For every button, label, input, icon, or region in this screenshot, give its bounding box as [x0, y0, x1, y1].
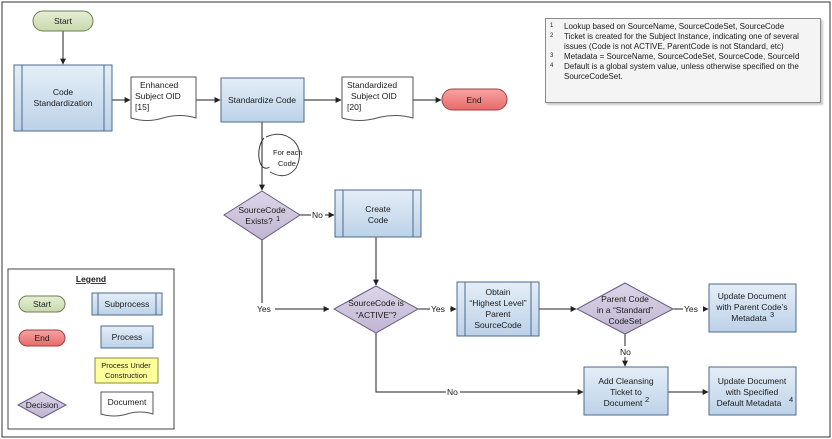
svg-text:Create: Create: [365, 204, 391, 214]
for-each-code-loop: For each Code: [265, 133, 303, 177]
standardized-subject-oid-document[interactable]: Standardized Subject OID [20]: [341, 76, 414, 121]
svg-text:SourceCode: SourceCode: [238, 205, 286, 215]
svg-text:with Specified: with Specified: [725, 387, 779, 397]
svg-text:1: 1: [276, 214, 280, 223]
svg-text:End: End: [466, 95, 481, 105]
footnote-4: 4 Default is a global system value, unle…: [550, 62, 815, 82]
svg-text:Decision: Decision: [26, 400, 59, 410]
svg-text:Code: Code: [278, 159, 296, 168]
footnote-number: 3: [550, 53, 554, 59]
footnote-1: 1 Lookup based on SourceName, SourceCode…: [550, 22, 815, 32]
svg-text:Standardized: Standardized: [347, 80, 397, 90]
footnote-text: Ticket is created for the Subject Instan…: [564, 32, 799, 51]
svg-text:Parent Code: Parent Code: [601, 294, 649, 304]
label-parent-no: No: [620, 347, 631, 357]
svg-text:Obtain: Obtain: [485, 287, 510, 297]
end-terminator[interactable]: End: [441, 88, 508, 111]
connector-exists-yes: [261, 240, 330, 312]
footnote-number: 2: [550, 33, 554, 39]
footnote-text: Default is a global system value, unless…: [564, 62, 799, 81]
svg-text:3: 3: [770, 310, 774, 319]
svg-text:Update Document: Update Document: [718, 376, 787, 386]
svg-text:Standardization: Standardization: [33, 98, 92, 108]
connector-labels: No Yes Yes Yes No No: [255, 209, 703, 397]
svg-text:Exists?: Exists?: [245, 216, 273, 226]
update-parent-metadata-process[interactable]: Update Document with Parent Code’s Metad…: [708, 283, 797, 333]
svg-text:For each: For each: [273, 148, 303, 157]
svg-text:End: End: [34, 333, 49, 343]
footnote-text: Lookup based on SourceName, SourceCodeSe…: [564, 22, 785, 31]
parent-code-standard-decision[interactable]: Parent Code in a “Standard” CodeSet: [575, 282, 675, 335]
legend: Legend Start Subprocess End Process Proc…: [7, 268, 175, 430]
svg-text:Default Metadata: Default Metadata: [717, 398, 782, 408]
legend-under-construction: Process Under Construction: [94, 357, 159, 384]
svg-text:Start: Start: [33, 299, 52, 309]
svg-text:Construction: Construction: [105, 371, 147, 380]
svg-text:Subject OID: Subject OID: [351, 91, 397, 101]
label-exists-yes: Yes: [257, 304, 271, 314]
footnote-number: 4: [550, 63, 554, 69]
code-standardization-subprocess[interactable]: Code Standardization: [13, 64, 113, 132]
legend-process: Process: [100, 325, 154, 349]
enhanced-subject-oid-document[interactable]: Enhanced Subject OID [15]: [130, 76, 197, 121]
svg-text:Document: Document: [604, 398, 643, 408]
svg-text:Code: Code: [368, 215, 389, 225]
sourcecode-exists-decision[interactable]: SourceCode Exists? 1: [223, 190, 301, 241]
legend-end: End: [18, 329, 66, 347]
svg-text:“ACTIVE”?: “ACTIVE”?: [355, 310, 396, 320]
svg-text:CodeSet: CodeSet: [608, 316, 642, 326]
legend-subprocess: Subprocess: [91, 292, 163, 316]
legend-decision: Decision: [16, 391, 68, 419]
legend-start: Start: [18, 295, 66, 313]
svg-text:Add Cleansing: Add Cleansing: [598, 376, 654, 386]
legend-document: Document: [100, 391, 154, 417]
label-active-no: No: [447, 387, 458, 397]
legend-title: Legend: [76, 274, 106, 284]
sourcecode-active-decision[interactable]: SourceCode is “ACTIVE”?: [332, 285, 420, 334]
create-code-subprocess[interactable]: Create Code: [334, 189, 422, 238]
footnote-2: 2 Ticket is created for the Subject Inst…: [550, 32, 815, 52]
svg-text:Process: Process: [112, 332, 143, 342]
svg-text:Update Document: Update Document: [718, 291, 787, 301]
label-parent-yes: Yes: [684, 304, 698, 314]
svg-text:with Parent Code’s: with Parent Code’s: [715, 302, 787, 312]
svg-text:Metadata: Metadata: [731, 313, 767, 323]
footnote-3: 3 Metadata = SourceName, SourceCodeSet, …: [550, 52, 815, 62]
svg-text:Subject OID: Subject OID: [135, 91, 181, 101]
svg-text:Process Under: Process Under: [101, 361, 151, 370]
add-cleansing-ticket-process[interactable]: Add Cleansing Ticket to Document 2: [583, 366, 669, 416]
label-active-yes: Yes: [431, 304, 445, 314]
footnote-number: 1: [550, 23, 554, 29]
start-terminator[interactable]: Start: [32, 10, 94, 32]
svg-text:SourceCode: SourceCode: [474, 320, 522, 330]
label-exists-no: No: [312, 210, 323, 220]
connector-active-no: [375, 333, 584, 395]
footnote-text: Metadata = SourceName, SourceCodeSet, So…: [564, 52, 800, 61]
svg-text:Enhanced: Enhanced: [140, 80, 179, 90]
svg-text:2: 2: [645, 395, 649, 404]
svg-text:[20]: [20]: [347, 102, 361, 112]
svg-text:Standardize Code: Standardize Code: [228, 95, 296, 105]
footnotes-box: 1 Lookup based on SourceName, SourceCode…: [545, 18, 821, 103]
update-default-metadata-process[interactable]: Update Document with Specified Default M…: [708, 366, 797, 416]
svg-text:Subprocess: Subprocess: [105, 299, 150, 309]
standardize-code-process[interactable]: Standardize Code: [220, 77, 305, 123]
svg-text:Ticket to: Ticket to: [610, 387, 642, 397]
svg-text:SourceCode is: SourceCode is: [348, 298, 404, 308]
svg-text:in a “Standard”: in a “Standard”: [597, 305, 653, 315]
obtain-parent-subprocess[interactable]: Obtain “Highest Level” Parent SourceCode: [456, 281, 540, 337]
svg-text:Document: Document: [108, 397, 147, 407]
svg-text:“Highest Level”: “Highest Level”: [469, 298, 526, 308]
svg-text:Code: Code: [53, 87, 74, 97]
svg-text:[15]: [15]: [135, 102, 149, 112]
svg-text:Start: Start: [54, 16, 73, 26]
connector-loop-arc: [258, 137, 271, 169]
svg-text:Parent: Parent: [485, 309, 511, 319]
svg-text:4: 4: [789, 395, 793, 404]
